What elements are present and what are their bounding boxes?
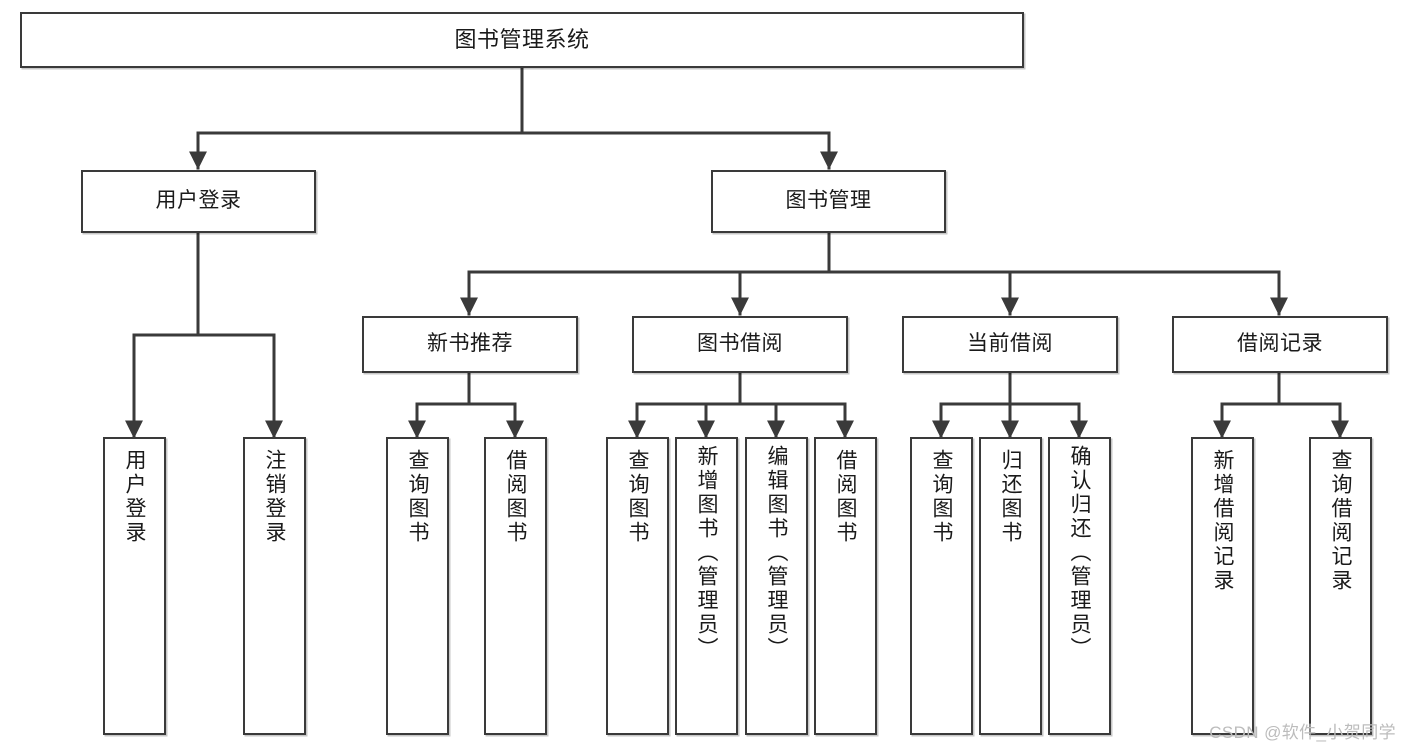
leaf-edit-book[interactable]: 编辑图书（管理员）	[745, 437, 808, 735]
leaf-borrow-book-2[interactable]: 借阅图书	[814, 437, 877, 735]
leaf-query-book-3-label: 查询图书	[930, 449, 953, 545]
leaf-return-book[interactable]: 归还图书	[979, 437, 1042, 735]
leaf-user-login[interactable]: 用户登录	[103, 437, 166, 735]
leaf-logout-label: 注销登录	[263, 449, 286, 545]
node-borrow-record[interactable]: 借阅记录	[1172, 316, 1388, 373]
leaf-user-login-label: 用户登录	[123, 449, 146, 545]
leaf-borrow-book-1-label: 借阅图书	[504, 449, 527, 545]
leaf-query-book-2[interactable]: 查询图书	[606, 437, 669, 735]
leaf-confirm-return-label: 确认归还（管理员）	[1068, 445, 1091, 661]
node-book-borrow-label: 图书借阅	[697, 332, 783, 356]
leaf-borrow-book-2-label: 借阅图书	[834, 449, 857, 545]
node-book-manage-label: 图书管理	[785, 189, 872, 213]
node-root-label: 图书管理系统	[454, 27, 590, 53]
node-root[interactable]: 图书管理系统	[20, 12, 1024, 68]
node-user-login[interactable]: 用户登录	[81, 170, 316, 233]
node-book-borrow[interactable]: 图书借阅	[632, 316, 848, 373]
leaf-query-book-1-label: 查询图书	[406, 449, 429, 545]
watermark: CSDN @软件_小贺同学	[1209, 723, 1396, 742]
node-new-book-recommend-label: 新书推荐	[427, 332, 513, 356]
leaf-add-record-label: 新增借阅记录	[1211, 449, 1234, 593]
leaf-return-book-label: 归还图书	[999, 449, 1022, 545]
leaf-edit-book-label: 编辑图书（管理员）	[765, 445, 788, 661]
leaf-confirm-return[interactable]: 确认归还（管理员）	[1048, 437, 1111, 735]
leaf-add-book[interactable]: 新增图书（管理员）	[675, 437, 738, 735]
leaf-query-record[interactable]: 查询借阅记录	[1309, 437, 1372, 735]
leaf-add-book-label: 新增图书（管理员）	[695, 445, 718, 661]
node-user-login-label: 用户登录	[155, 189, 242, 213]
leaf-query-book-1[interactable]: 查询图书	[386, 437, 449, 735]
node-current-borrow-label: 当前借阅	[967, 332, 1053, 356]
leaf-query-book-2-label: 查询图书	[626, 449, 649, 545]
node-borrow-record-label: 借阅记录	[1237, 332, 1323, 356]
node-new-book-recommend[interactable]: 新书推荐	[362, 316, 578, 373]
leaf-query-record-label: 查询借阅记录	[1329, 449, 1352, 593]
leaf-add-record[interactable]: 新增借阅记录	[1191, 437, 1254, 735]
leaf-logout[interactable]: 注销登录	[243, 437, 306, 735]
node-current-borrow[interactable]: 当前借阅	[902, 316, 1118, 373]
leaf-borrow-book-1[interactable]: 借阅图书	[484, 437, 547, 735]
node-book-manage[interactable]: 图书管理	[711, 170, 946, 233]
leaf-query-book-3[interactable]: 查询图书	[910, 437, 973, 735]
